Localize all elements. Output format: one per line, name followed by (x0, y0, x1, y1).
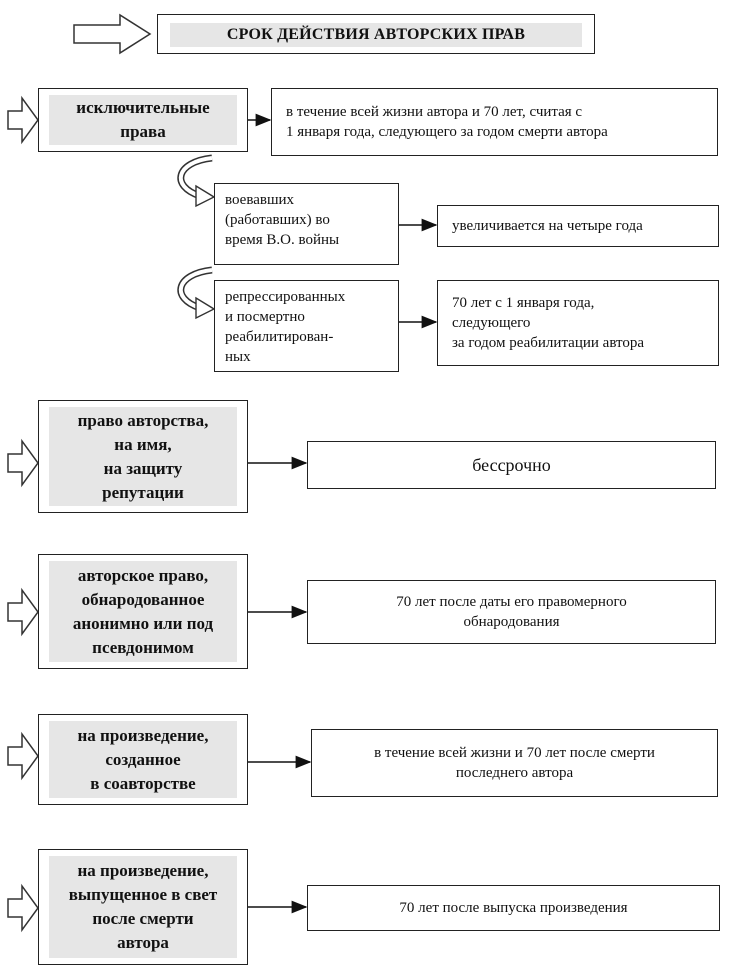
sub-line: время В.О. войны (225, 232, 340, 248)
label-line: автора (117, 933, 169, 952)
title-box: СРОК ДЕЙСТВИЯ АВТОРСКИХ ПРАВ (157, 14, 595, 54)
term-box-war-veterans: увеличивается на четыре года (437, 205, 719, 247)
label-line: исключительные (76, 98, 210, 117)
title-block-arrow-icon (73, 13, 152, 55)
sub-line: (работавших) во (225, 212, 330, 228)
category-box-posthumous: на произведение, выпущенное в свет после с… (38, 849, 248, 965)
term-line: в течение всей жизни автора и 70 лет, сч… (286, 104, 583, 120)
row-5-block-arrow-icon (7, 883, 39, 933)
term-line: следующего (452, 315, 531, 331)
term-box-repressed: 70 лет с 1 января года, следующего за годо… (437, 280, 719, 366)
sub-line: ных (225, 349, 251, 365)
label-line: репутации (102, 482, 184, 502)
category-label: авторское право, обнародованное анонимно и… (49, 561, 237, 662)
sub-line: воевавших (225, 192, 295, 208)
term-box-coauthorship: в течение всей жизни и 70 лет после смер… (311, 729, 718, 797)
row-2-block-arrow-icon (7, 438, 39, 488)
term-line: 70 лет после выпуска произведения (399, 900, 628, 916)
label-line: права (120, 122, 166, 141)
term-line: 70 лет после даты его правомерного (396, 594, 627, 610)
diagram-title: СРОК ДЕЙСТВИЯ АВТОРСКИХ ПРАВ (170, 23, 582, 47)
label-line: на произведение, (77, 861, 209, 880)
curved-arrow-1-icon (177, 154, 216, 208)
subcategory-box-repressed: репрессированных и посмертно реабилитиро… (214, 280, 399, 372)
term-box-posthumous: 70 лет после выпуска произведения (307, 885, 720, 931)
subcategory-box-war-veterans: воевавших (работавших) во время В.О. вой… (214, 183, 399, 265)
label-line: право авторства, (77, 410, 209, 430)
category-box-anonymous: авторское право, обнародованное анонимно и… (38, 554, 248, 669)
label-line: обнародованное (81, 589, 205, 609)
row-1-block-arrow-icon (7, 95, 39, 145)
label-line: выпущенное в свет (68, 885, 218, 904)
category-label: на произведение, созданное в соавторстве (49, 721, 237, 798)
label-line: анонимно или под (72, 613, 214, 633)
term-line: увеличивается на четыре года (452, 218, 643, 234)
label-line: псевдонимом (92, 637, 194, 657)
category-box-coauthorship: на произведение, созданное в соавторстве (38, 714, 248, 805)
curved-arrow-2-icon (177, 266, 216, 320)
sub-line: репрессированных (225, 289, 346, 305)
term-box-anonymous: 70 лет после даты его правомерного обнаро… (307, 580, 716, 644)
term-line: в течение всей жизни и 70 лет после смер… (374, 745, 655, 761)
label-line: созданное (105, 749, 181, 769)
term-box-authorship: бессрочно (307, 441, 716, 489)
sub-line: реабилитирован- (225, 329, 334, 345)
category-label: право авторства, на имя, на защиту репутаци… (49, 407, 237, 506)
label-line: после смерти (92, 909, 194, 928)
term-line: 1 января года, следующего за годом смерт… (286, 124, 608, 140)
label-line: в соавторстве (90, 773, 196, 793)
row-3-block-arrow-icon (7, 587, 39, 637)
label-line: на защиту (103, 458, 183, 478)
label-line: на имя, (114, 434, 172, 454)
term-box-exclusive-rights: в течение всей жизни автора и 70 лет, сч… (271, 88, 718, 156)
term-line: последнего автора (455, 765, 574, 781)
label-line: на произведение, (77, 725, 209, 745)
category-label: на произведение, выпущенное в свет после с… (49, 856, 237, 958)
term-line: бессрочно (472, 455, 551, 475)
category-label: исключительные права (49, 95, 237, 145)
category-box-authorship: право авторства, на имя, на защиту репутаци… (38, 400, 248, 513)
category-box-exclusive-rights: исключительные права (38, 88, 248, 152)
term-line: обнародования (463, 614, 560, 630)
term-line: 70 лет с 1 января года, (452, 295, 595, 311)
label-line: авторское право, (77, 565, 209, 585)
row-4-block-arrow-icon (7, 731, 39, 781)
sub-line: и посмертно (225, 309, 305, 325)
term-line: за годом реабилитации автора (452, 335, 645, 351)
